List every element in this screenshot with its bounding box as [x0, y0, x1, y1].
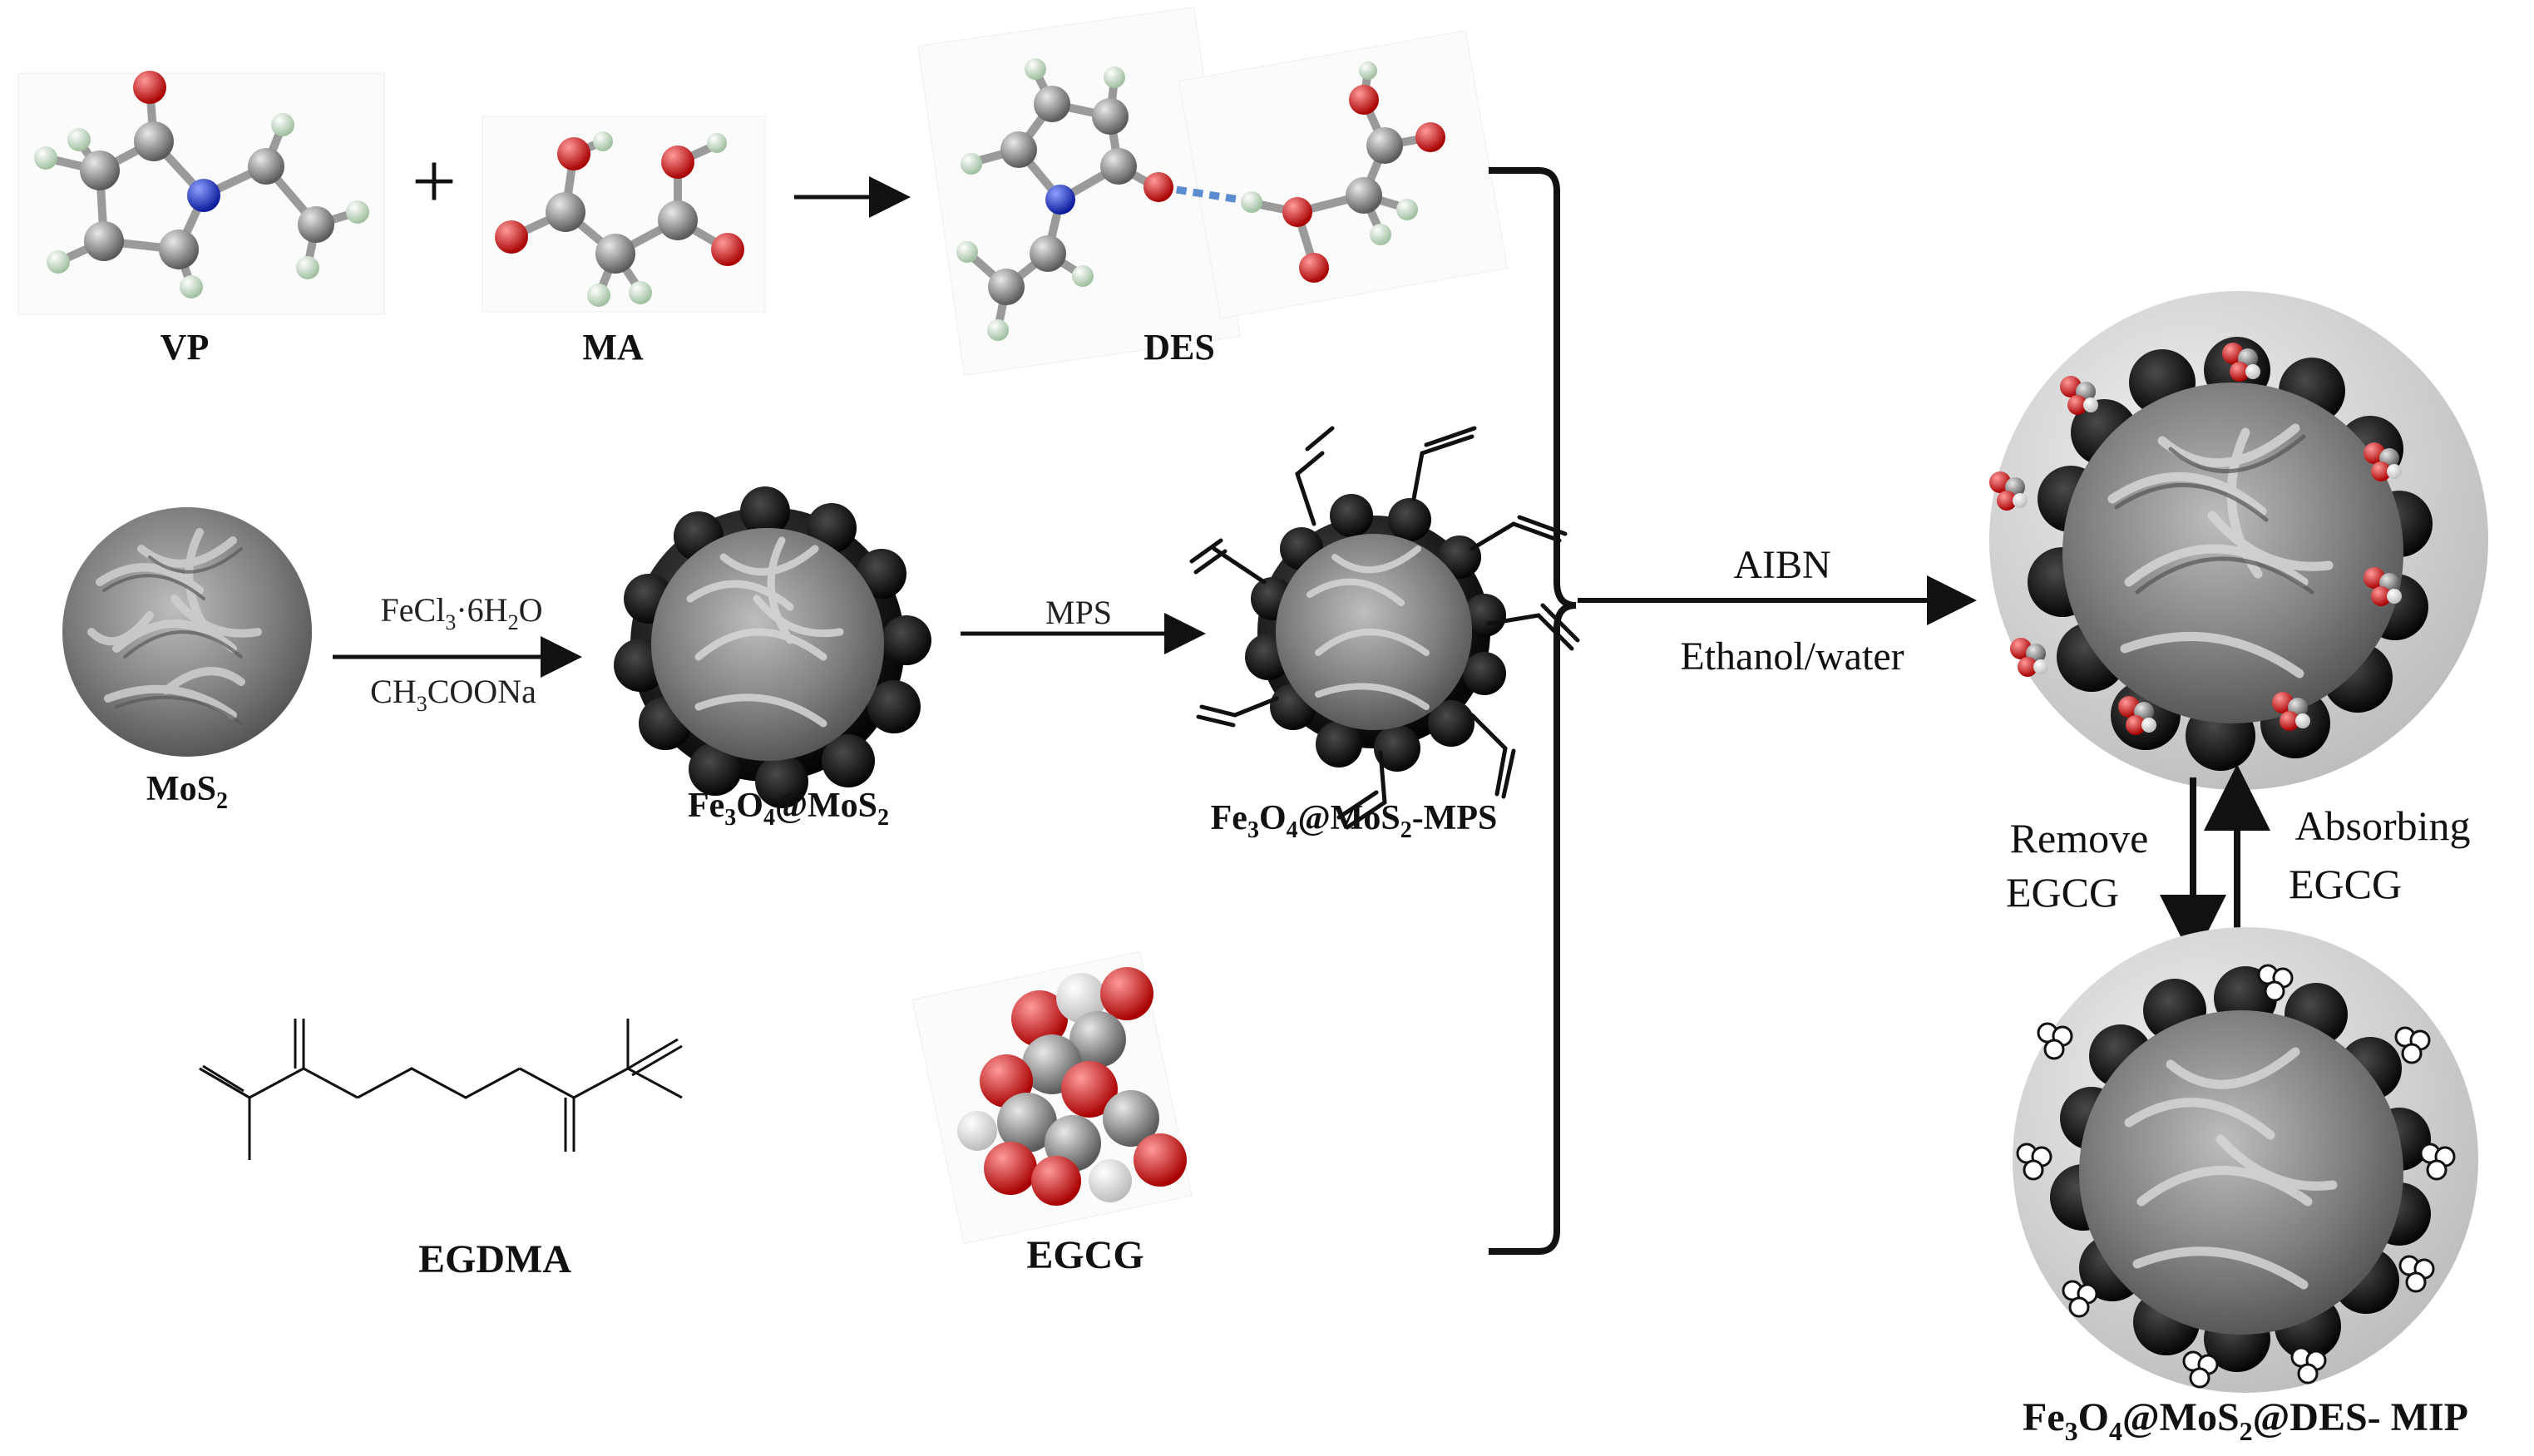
step1-reagent-bottom: CH3COONa [370, 673, 536, 716]
solvent-label: Ethanol/water [1680, 634, 1904, 679]
des-label: DES [1144, 327, 1215, 368]
egcg-model [911, 950, 1193, 1245]
fe3o4-mos2-particle [614, 486, 931, 808]
absorb-label-2: EGCG [2289, 861, 2402, 907]
step1-reagent-top: FeCl3·6H2O [381, 591, 543, 634]
initiator-label: AIBN [1733, 543, 1830, 587]
fe3o4-mos2-mps-particle [1189, 426, 1580, 830]
remove-label-1: Remove [2010, 815, 2149, 861]
reactant-bracket [1489, 167, 1577, 1255]
fe3o4-mos2-label: Fe3O4@MoS2 [688, 787, 889, 831]
mos2-label: MoS2 [146, 770, 228, 814]
vp-label: VP [161, 327, 210, 368]
egcg-label: EGCG [1026, 1233, 1144, 1277]
mip-label: Fe3O4@MoS2@DES- MIP [2023, 1395, 2468, 1446]
egdma-label: EGDMA [418, 1237, 571, 1281]
remove-label-2: EGCG [2006, 869, 2119, 916]
mip-loaded-particle [1989, 291, 2488, 790]
egdma-structure [199, 1019, 683, 1160]
empty-cavities [2016, 964, 2456, 1389]
fe3o4-mos2-mps-label: Fe3O4@MoS2-MPS [1211, 799, 1498, 843]
vp-molecule [17, 71, 385, 315]
bound-egcg-clusters [1989, 343, 2402, 735]
absorb-label-1: Absorbing [2294, 802, 2470, 849]
mip-template-removed-particle [2013, 927, 2478, 1393]
des-complex [917, 7, 1509, 376]
plus-sign: + [412, 136, 457, 225]
ma-molecule [482, 116, 766, 313]
step2-reagent: MPS [1045, 594, 1112, 631]
ma-label: MA [582, 327, 644, 368]
mos2-particle [62, 507, 312, 757]
